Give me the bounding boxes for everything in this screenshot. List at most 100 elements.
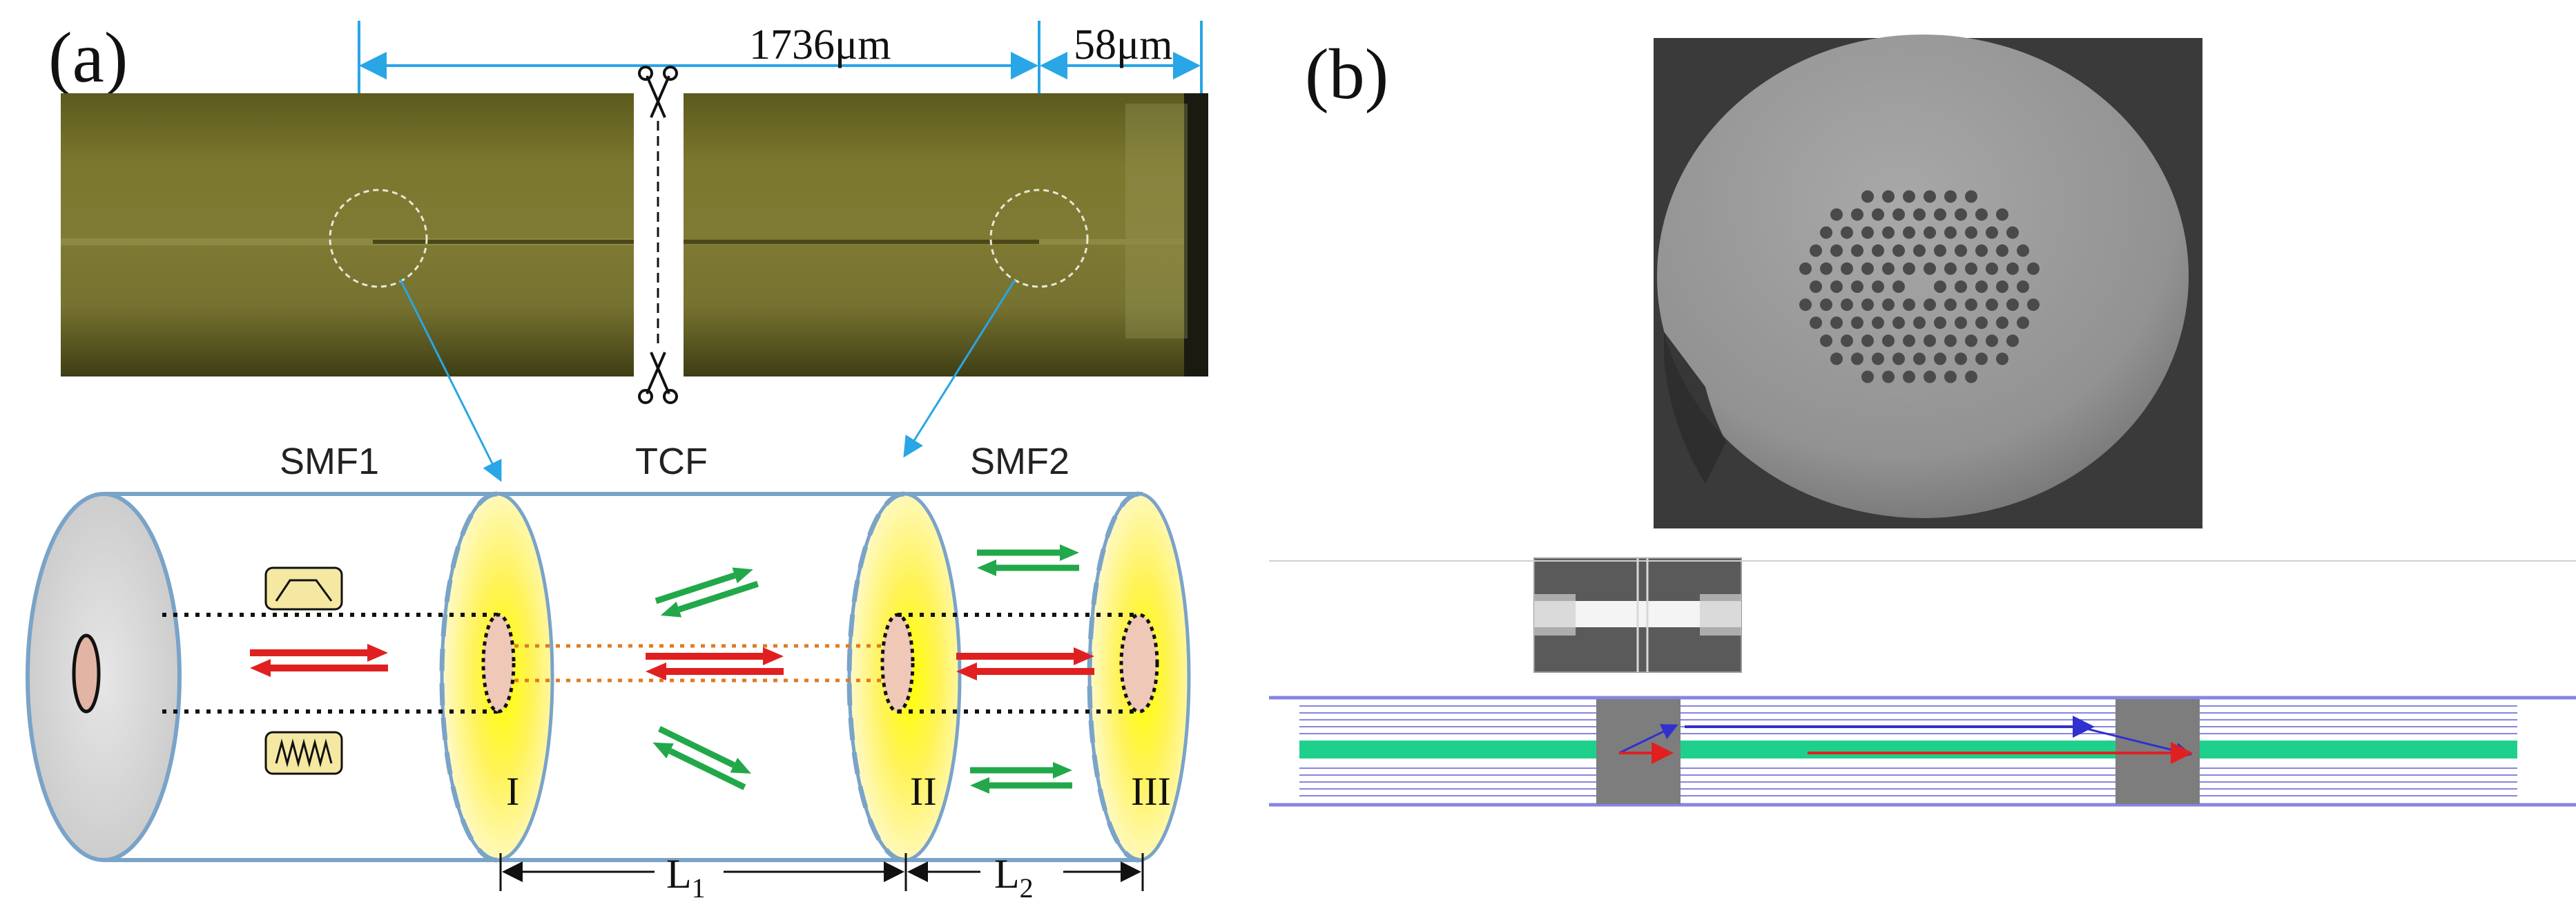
- air-hole: [1913, 316, 1926, 330]
- panel-b: (b): [1269, 35, 2576, 807]
- air-hole: [1861, 226, 1874, 239]
- air-hole: [1892, 352, 1905, 365]
- air-hole: [1996, 316, 2008, 330]
- air-hole: [1810, 316, 1822, 330]
- air-hole: [1944, 190, 1957, 203]
- air-hole: [1955, 352, 1967, 365]
- air-hole: [2006, 226, 2019, 239]
- air-hole: [1820, 298, 1832, 312]
- projection-line-2: [903, 279, 1016, 458]
- air-hole: [1892, 280, 1905, 293]
- air-hole: [1872, 352, 1884, 365]
- length-markers: L1 L2: [499, 851, 1144, 904]
- air-hole: [1965, 190, 1977, 203]
- air-hole: [1965, 226, 1977, 239]
- air-hole: [1965, 334, 1977, 347]
- air-hole: [1882, 370, 1895, 383]
- air-hole: [1861, 334, 1874, 347]
- cross-section-photo: [1654, 35, 2202, 528]
- air-hole: [1913, 244, 1926, 257]
- air-hole: [1841, 298, 1853, 312]
- air-hole: [1965, 370, 1977, 383]
- air-hole: [1841, 262, 1853, 275]
- air-hole: [1944, 334, 1957, 347]
- length-label-l2: L2: [994, 851, 1034, 904]
- inset-photo: [1533, 557, 1742, 673]
- fiber-micrograph: [61, 66, 1208, 404]
- air-hole: [1944, 226, 1957, 239]
- scissors-icon: [638, 66, 678, 118]
- transmission-arrows-down: [649, 721, 755, 794]
- air-hole: [1965, 262, 1977, 275]
- air-hole: [1955, 280, 1967, 293]
- air-hole: [1955, 244, 1967, 257]
- air-hole: [1820, 262, 1832, 275]
- air-hole: [1913, 208, 1926, 221]
- air-hole: [1924, 298, 1936, 312]
- air-hole: [1830, 280, 1843, 293]
- air-hole: [1882, 190, 1895, 203]
- air-hole: [2017, 280, 2029, 293]
- air-hole: [1861, 370, 1874, 383]
- air-hole: [2027, 262, 2040, 275]
- air-hole: [1882, 334, 1895, 347]
- interface-label-2: II: [910, 769, 937, 814]
- air-hole: [1810, 244, 1822, 257]
- air-hole: [1892, 208, 1905, 221]
- air-hole: [1872, 244, 1884, 257]
- air-hole: [1799, 262, 1812, 275]
- interface-label-1: I: [506, 769, 519, 814]
- air-hole: [1903, 190, 1915, 203]
- air-hole: [1903, 334, 1915, 347]
- air-hole: [1830, 352, 1843, 365]
- air-hole: [1820, 334, 1832, 347]
- scissors-icon: [638, 352, 678, 404]
- air-hole: [1996, 352, 2008, 365]
- air-hole: [1882, 262, 1895, 275]
- air-hole: [1924, 370, 1936, 383]
- panel-a: (a) 1736μm 58μm: [26, 18, 1208, 904]
- air-hole: [1913, 352, 1926, 365]
- air-hole: [1841, 334, 1853, 347]
- air-hole: [1799, 298, 1812, 312]
- air-hole: [1810, 280, 1822, 293]
- air-hole: [1903, 226, 1915, 239]
- air-hole: [1861, 298, 1874, 312]
- air-hole: [2017, 316, 2029, 330]
- air-hole: [1996, 208, 2008, 221]
- air-hole: [1924, 262, 1936, 275]
- transmission-arrows-bottom-right: [970, 762, 1072, 794]
- air-hole: [1934, 208, 1946, 221]
- panel-b-label: (b): [1305, 35, 1388, 114]
- reflection-arrows-smf1: [250, 644, 388, 677]
- air-hole: [1944, 370, 1957, 383]
- core-paths: [162, 613, 1159, 714]
- segment-label-tcf: TCF: [635, 441, 708, 482]
- air-hole: [1820, 226, 1832, 239]
- air-hole: [1830, 208, 1843, 221]
- air-hole: [1934, 352, 1946, 365]
- air-hole: [1934, 316, 1946, 330]
- splice-circle-2: [989, 189, 1089, 288]
- air-hole: [1872, 280, 1884, 293]
- air-hole: [1830, 316, 1843, 330]
- air-hole: [1892, 316, 1905, 330]
- air-hole: [1975, 352, 1988, 365]
- projection-line-1: [399, 279, 502, 482]
- micrograph-left: [61, 93, 634, 376]
- input-end-face: [26, 492, 182, 862]
- air-hole-lattice: [1799, 190, 2040, 383]
- air-hole: [1996, 244, 2008, 257]
- air-hole: [2017, 244, 2029, 257]
- splice-circle-1: [329, 189, 428, 288]
- air-hole: [1872, 208, 1884, 221]
- air-hole: [1872, 316, 1884, 330]
- air-hole: [1892, 244, 1905, 257]
- air-hole: [1965, 298, 1977, 312]
- air-hole: [1986, 226, 1998, 239]
- reflection-arrows-tcf: [646, 647, 784, 680]
- air-hole: [1851, 316, 1863, 330]
- fiber-end-face: [1184, 93, 1208, 376]
- dimension-lines: 1736μm 58μm: [358, 21, 1203, 283]
